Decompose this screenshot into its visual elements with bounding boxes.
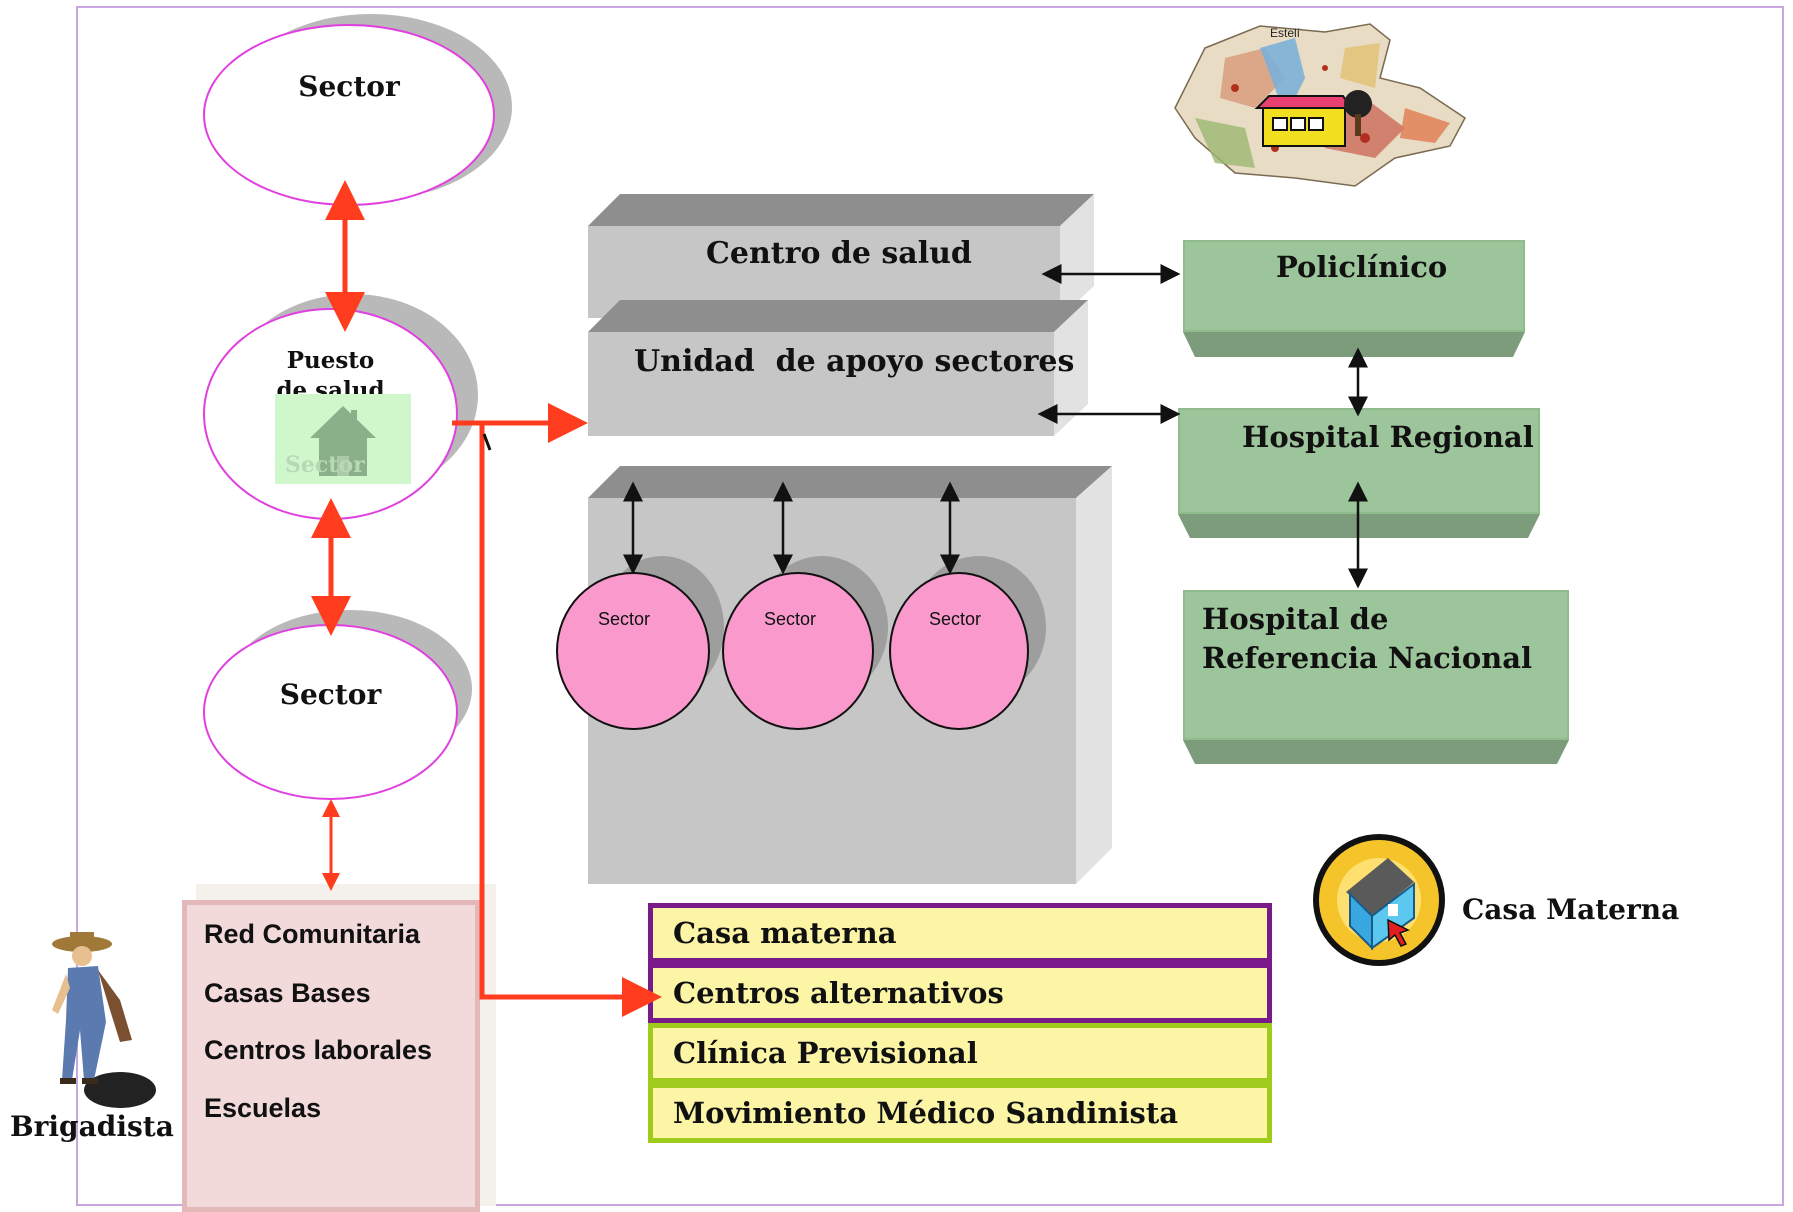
health-post-house-icon: Sector bbox=[275, 394, 411, 484]
map-icon: Estelí bbox=[1165, 18, 1470, 190]
community-item-casas-bases: Casas Bases bbox=[204, 978, 371, 1008]
sectors-box-top bbox=[588, 466, 1112, 498]
map-label: Estelí bbox=[1270, 26, 1301, 40]
hospital-referencia-box-bottom bbox=[1183, 740, 1569, 764]
casa-materna-label: Casa Materna bbox=[1462, 893, 1680, 926]
bar-casa-materna: Casa materna bbox=[648, 903, 1272, 963]
bar-centros-alternativos-label: Centros alternativos bbox=[673, 976, 1004, 1010]
centro-box-top bbox=[588, 194, 1094, 226]
sub-sector-1-circle bbox=[556, 572, 710, 730]
unidad-box-top bbox=[588, 300, 1088, 332]
unidad-box-front bbox=[588, 332, 1054, 436]
hospital-referencia-label: Hospital de Referencia Nacional bbox=[1202, 602, 1533, 675]
policlinico-label: Policlínico bbox=[1276, 250, 1448, 284]
sub-sector-1-label: Sector bbox=[598, 609, 651, 629]
sector-top-label: Sector bbox=[298, 69, 400, 103]
bar-casa-materna-label: Casa materna bbox=[673, 916, 897, 950]
sector-middle-ellipse: Sector bbox=[203, 624, 458, 800]
community-item-escuelas: Escuelas bbox=[204, 1093, 322, 1123]
hospital-referencia-box bbox=[1183, 590, 1569, 740]
bar-centros-alternativos: Centros alternativos bbox=[648, 963, 1272, 1023]
sub-sector-2-circle bbox=[722, 572, 874, 730]
centro-de-salud-label: Centro de salud bbox=[706, 236, 972, 271]
community-item-centros-laborales: Centros laborales bbox=[204, 1035, 433, 1065]
brigadista-label: Brigadista bbox=[10, 1110, 174, 1143]
unidad-apoyo-label: Unidad de apoyo sectores bbox=[634, 344, 1075, 379]
policlinico-box bbox=[1183, 240, 1525, 332]
bar-movimiento-medico: Movimiento Médico Sandinista bbox=[648, 1083, 1272, 1143]
casa-materna-house-icon bbox=[1310, 830, 1448, 970]
brigadista-farmer-icon bbox=[40, 930, 170, 1120]
diagram-frame bbox=[76, 6, 1784, 1206]
bar-clinica-previsional-label: Clínica Previsional bbox=[673, 1036, 978, 1070]
community-item-red-comunitaria: Red Comunitaria bbox=[204, 919, 421, 949]
sub-sector-3-circle bbox=[889, 572, 1029, 730]
sectors-box-side bbox=[1076, 466, 1112, 884]
sector-middle-label: Sector bbox=[279, 677, 382, 711]
puesto-overlay-label: Sector bbox=[285, 452, 365, 478]
sub-sector-3-label: Sector bbox=[929, 609, 982, 629]
bar-movimiento-medico-label: Movimiento Médico Sandinista bbox=[673, 1096, 1179, 1130]
community-box bbox=[182, 900, 480, 1212]
hospital-regional-label: Hospital Regional bbox=[1242, 420, 1534, 454]
sub-sector-2-label: Sector bbox=[764, 609, 817, 629]
arrow-puesto-bars bbox=[479, 423, 662, 1017]
bar-clinica-previsional: Clínica Previsional bbox=[648, 1023, 1272, 1083]
